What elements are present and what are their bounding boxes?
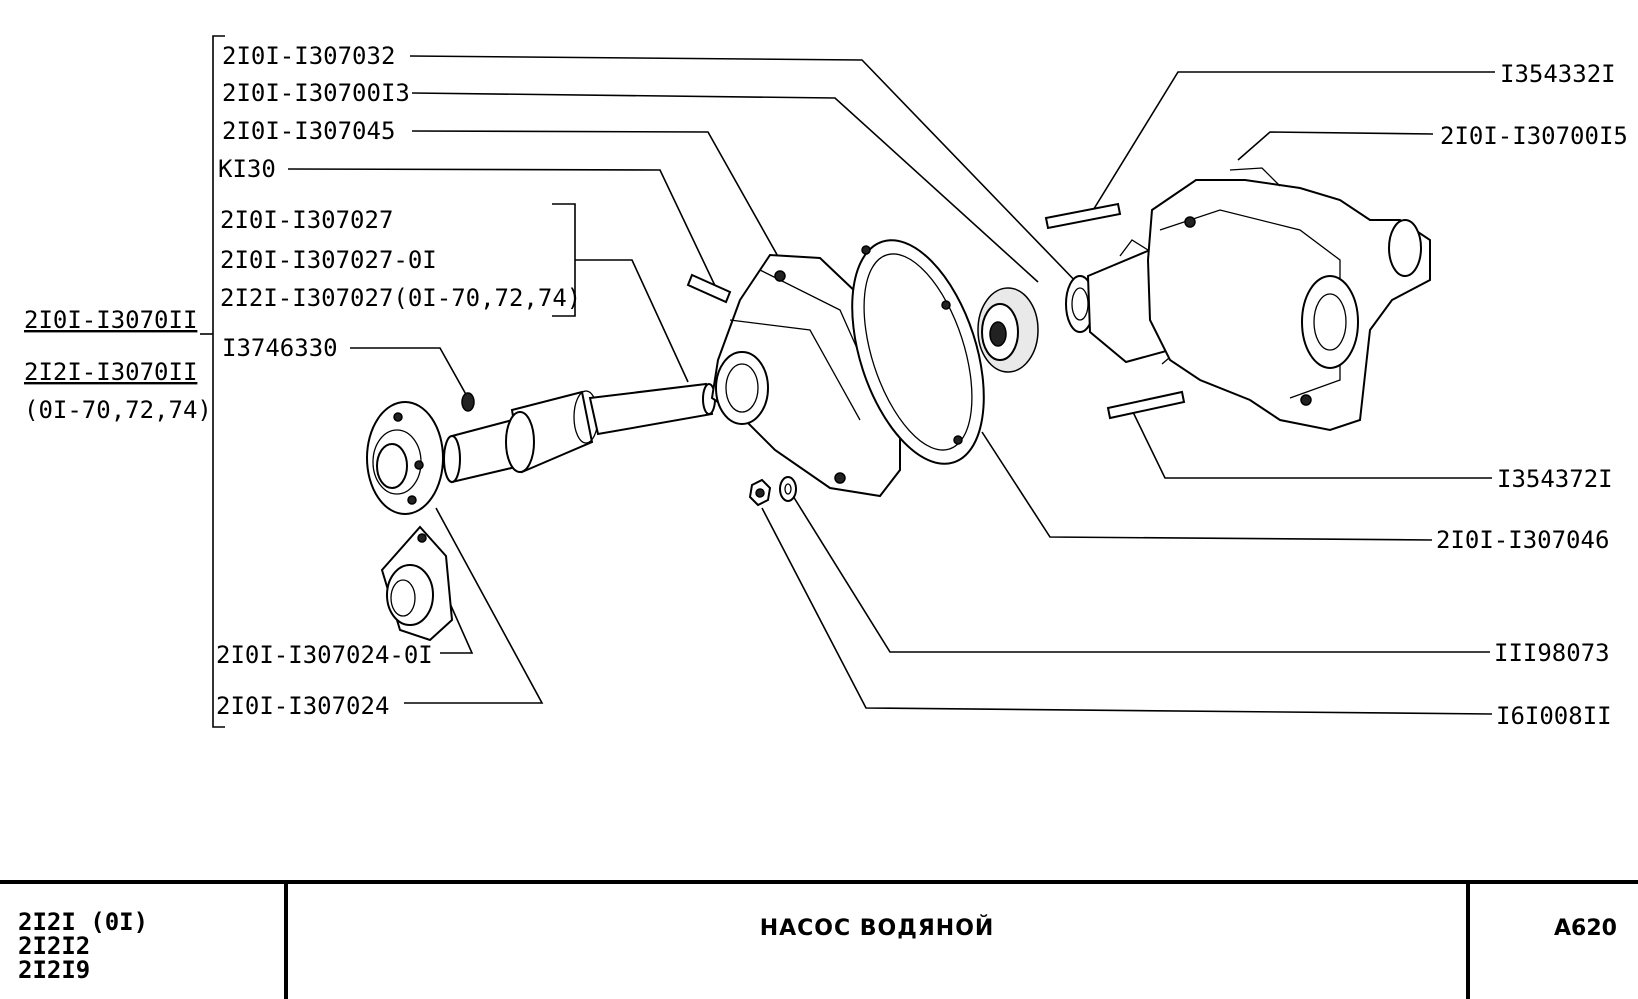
part-label-2101-1307032: 2I0I-I307032: [222, 42, 395, 70]
assembly-bracket: [200, 35, 225, 728]
model-line: 2I2I9: [18, 956, 91, 984]
part-label-2101-1307013: 2I0I-I30700I3: [222, 79, 410, 107]
leader-lines: [287, 55, 1495, 715]
part-label-11198073: III98073: [1494, 639, 1610, 667]
drawing-code-cell: A620: [1470, 884, 1638, 999]
part-label-1354332: I354332I: [1500, 60, 1616, 88]
model-line: 2I2I (0I): [18, 908, 149, 936]
part-label-2101-1307045: 2I0I-I307045: [222, 117, 395, 145]
pump-housing-part: [1146, 167, 1431, 432]
part-label-2101-1307024-01: 2I0I-I307024-0I: [216, 641, 433, 669]
flange-part: [366, 401, 444, 515]
washer-part: [779, 476, 797, 502]
assembly-label-2101: 2I0I-I3070II: [24, 306, 197, 334]
drawing-title-cell: НАСОС ВОДЯНОЙ: [288, 884, 1470, 999]
part-label-k130: KI30: [218, 155, 276, 183]
title-block: 2I2I (0I) 2I2I2 2I2I9 НАСОС ВОДЯНОЙ A620: [0, 880, 1638, 999]
nut-part: [748, 478, 772, 507]
drawing-title: НАСОС ВОДЯНОЙ: [759, 916, 995, 941]
model-list: 2I2I (0I) 2I2I2 2I2I9: [0, 884, 288, 999]
flange-variant-part: [380, 525, 454, 642]
model-line: 2I2I2: [18, 932, 91, 960]
part-label-2101-1307015: 2I0I-I30700I5: [1440, 122, 1628, 150]
pin-k130: [686, 273, 732, 304]
part-label-2101-1307024: 2I0I-I307024: [216, 692, 389, 720]
part-label-1354372: I354372I: [1497, 465, 1613, 493]
part-label-2101-1307027: 2I0I-I307027: [220, 206, 393, 234]
grease-nipple-part: [461, 392, 475, 412]
impeller-group-bracket: [552, 203, 620, 317]
seal-part: [977, 287, 1039, 373]
shaft-bearing-part: [443, 382, 716, 484]
part-label-13746330: I3746330: [222, 334, 338, 362]
stud-1354332: [1044, 202, 1122, 230]
stud-1354372: [1106, 390, 1186, 420]
part-label-2101-1307046: 2I0I-I307046: [1436, 526, 1609, 554]
exploded-parts-diagram: 2I0I-I307032 2I0I-I30700I3 2I0I-I307045 …: [24, 35, 1628, 730]
assembly-label-2121: 2I2I-I3070II: [24, 358, 197, 386]
part-label-2121-1307027: 2I2I-I307027(0I-70,72,74): [220, 284, 581, 312]
assembly-label-applicability: (0I-70,72,74): [24, 396, 212, 424]
drawing-code: A620: [1554, 916, 1617, 941]
part-label-2101-1307027-01: 2I0I-I307027-0I: [220, 246, 437, 274]
part-label-16100811: I6I008II: [1496, 702, 1612, 730]
gasket-part: [851, 239, 985, 465]
